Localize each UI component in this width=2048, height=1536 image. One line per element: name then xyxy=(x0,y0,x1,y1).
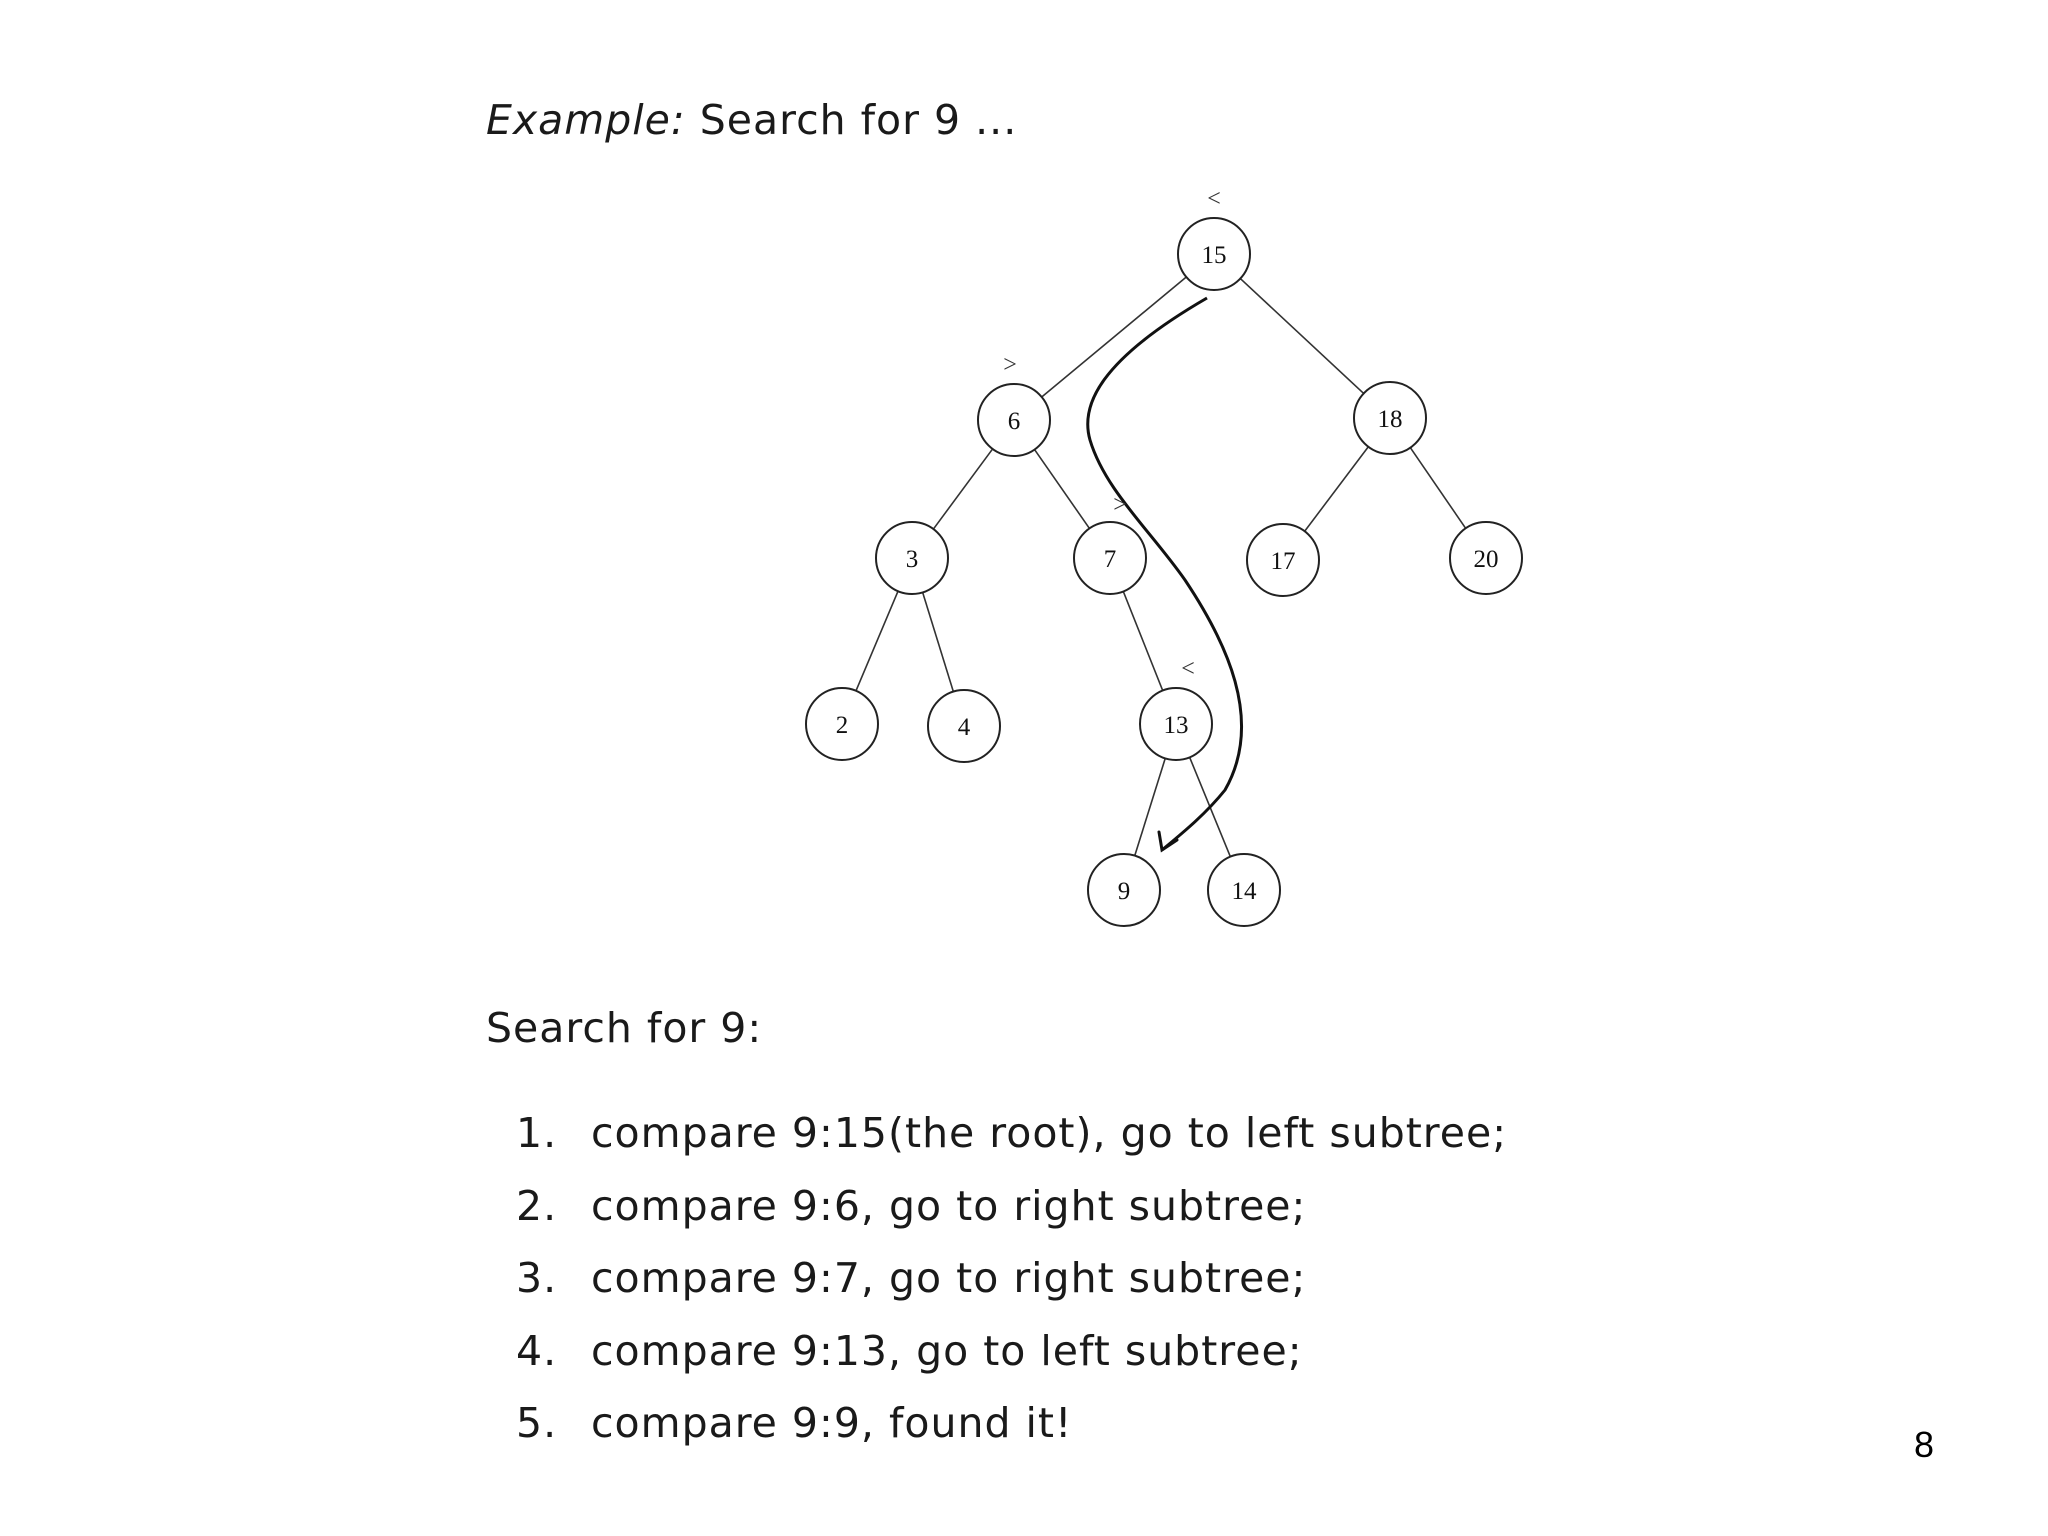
search-path-arrowhead xyxy=(1157,830,1179,853)
tree-node-label: 18 xyxy=(1378,406,1403,433)
comparison-mark: < xyxy=(1181,656,1195,682)
comparison-mark: > xyxy=(1003,352,1017,378)
search-path-arrow xyxy=(1086,296,1244,852)
tree-node: 15 < xyxy=(1177,186,1251,291)
tree-edge xyxy=(932,448,994,530)
tree-node: 9 xyxy=(1087,853,1161,927)
tree-node-label: 17 xyxy=(1271,548,1296,575)
tree-edge xyxy=(1122,591,1164,691)
search-step: 2. compare 9:6, go to right subtree; xyxy=(516,1181,1507,1254)
tree-node-circle xyxy=(1073,521,1147,595)
tree-node-circle xyxy=(805,687,879,761)
tree-node-circle xyxy=(1177,217,1251,291)
tree-node: 3 xyxy=(875,521,949,595)
tree-node-circle xyxy=(875,521,949,595)
tree-node: 4 xyxy=(927,689,1001,763)
search-heading: Search for 9: xyxy=(486,1004,763,1052)
tree-node: 20 xyxy=(1449,521,1523,595)
tree-node-circle xyxy=(1139,687,1213,761)
page-number: 8 xyxy=(1914,1424,1935,1465)
step-text: compare 9:13, go to left subtree; xyxy=(591,1326,1303,1375)
example-label: Example: xyxy=(486,96,686,144)
tree-node: 13 < xyxy=(1139,656,1213,761)
tree-node-label: 6 xyxy=(1008,408,1021,435)
search-step: 5. compare 9:9, found it! xyxy=(516,1398,1507,1471)
tree-node: 7> xyxy=(1073,492,1147,595)
example-caption: Example: Search for 9 ... xyxy=(486,96,1017,144)
step-text: compare 9:7, go to right subtree; xyxy=(591,1254,1307,1302)
tree-node-circle xyxy=(977,383,1051,457)
comparison-mark: < xyxy=(1207,186,1221,212)
tree-node: 17 xyxy=(1246,523,1320,597)
tree-node-circle xyxy=(927,689,1001,763)
step-text: compare 9:9, found it! xyxy=(591,1399,1073,1447)
tree-node: 2 xyxy=(805,687,879,761)
tree-node: 6> xyxy=(977,352,1051,457)
tree-edge xyxy=(855,590,899,692)
step-number: 4. xyxy=(516,1326,558,1375)
tree-node-label: 15 xyxy=(1202,242,1227,269)
search-steps-list: 1. compare 9:15(the root), go to left sub… xyxy=(516,1108,1507,1471)
tree-edge xyxy=(1133,758,1167,856)
tree-node-label: 3 xyxy=(906,546,919,573)
tree-edge xyxy=(1239,277,1365,395)
tree-node-label: 14 xyxy=(1232,878,1258,905)
tree-node-circle xyxy=(1353,381,1427,455)
tree-node-circle xyxy=(1087,853,1161,927)
tree-node-label: 9 xyxy=(1118,878,1131,905)
tree-edge xyxy=(921,592,955,692)
tree-edge xyxy=(1304,446,1369,532)
search-step: 3. compare 9:7, go to right subtree; xyxy=(516,1253,1507,1326)
search-step: 4. compare 9:13, go to left subtree; xyxy=(516,1326,1507,1399)
step-number: 1. xyxy=(516,1109,558,1157)
step-number: 3. xyxy=(516,1254,558,1302)
tree-node-label: 2 xyxy=(836,712,849,739)
tree-node: 14 xyxy=(1207,853,1281,927)
tree-node: 18 xyxy=(1353,381,1427,455)
step-number: 2. xyxy=(516,1181,558,1230)
example-text: Search for 9 ... xyxy=(699,96,1018,144)
comparison-mark: > xyxy=(1113,492,1127,518)
step-text: compare 9:15(the root), go to left subtr… xyxy=(591,1109,1508,1157)
tree-edge xyxy=(1409,447,1467,529)
tree-edge xyxy=(1033,449,1091,529)
tree-node-label: 13 xyxy=(1164,712,1189,739)
tree-node-circle xyxy=(1246,523,1320,597)
tree-node-label: 20 xyxy=(1474,546,1499,573)
tree-edge xyxy=(1041,276,1187,398)
search-step: 1. compare 9:15(the root), go to left sub… xyxy=(516,1108,1507,1181)
tree-node-label: 7 xyxy=(1104,546,1117,573)
tree-node-circle xyxy=(1449,521,1523,595)
step-text: compare 9:6, go to right subtree; xyxy=(591,1181,1307,1230)
tree-node-circle xyxy=(1207,853,1281,927)
tree-node-label: 4 xyxy=(958,714,971,741)
step-number: 5. xyxy=(516,1399,558,1447)
